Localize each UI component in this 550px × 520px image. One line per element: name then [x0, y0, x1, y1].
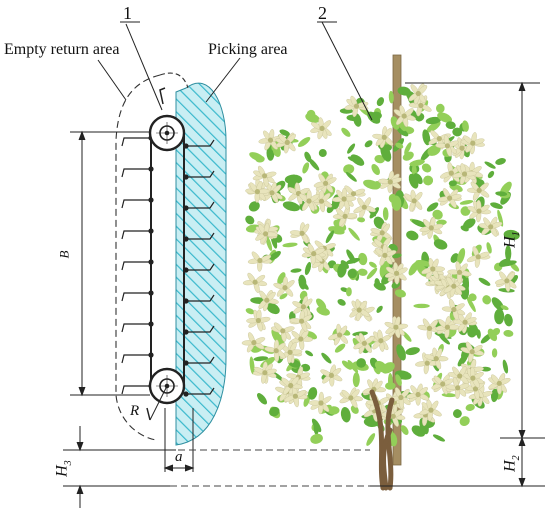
h3-main: H [53, 465, 71, 477]
plant-stems [369, 389, 395, 491]
h1-sub: 1 [510, 231, 522, 237]
dimension-alpha-label: a [175, 449, 183, 465]
h3-sub: 3 [62, 460, 74, 466]
callout-1-label: 1 [123, 3, 132, 23]
dimension-h3-label: H3 [53, 460, 74, 477]
callout-2-label: 2 [318, 3, 327, 23]
picking-device [115, 72, 227, 446]
picking-area-label: Picking area [208, 41, 288, 58]
shrub-plant [241, 54, 520, 491]
foliage-canopy [241, 83, 520, 447]
dimension-b-label: B [56, 250, 72, 259]
dimension-h2-label: H2 [501, 455, 522, 472]
h2-main: H [501, 460, 519, 472]
dimension-lines [63, 21, 545, 508]
empty-return-area-outline [115, 74, 161, 441]
top-sprocket [148, 114, 186, 152]
picking-area-region [175, 82, 227, 446]
empty-return-area-label: Empty return area [4, 41, 120, 58]
h1-main: H [501, 236, 519, 248]
return-area-top-arc [159, 72, 189, 89]
h2-sub: 2 [510, 455, 522, 461]
dimension-h1-label: H1 [501, 231, 522, 248]
dimension-r-label: R [130, 403, 140, 419]
